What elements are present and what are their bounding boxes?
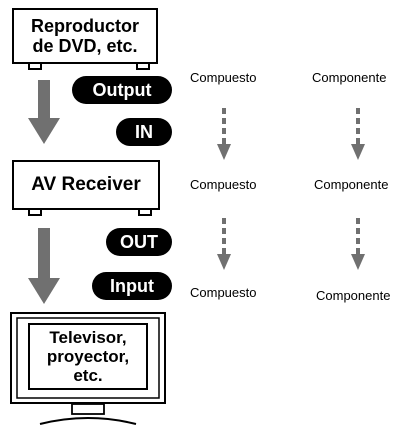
in-connector-label: IN [116, 118, 172, 146]
display-label-line3: etc. [73, 366, 103, 385]
component-dashed-arrow-2 [351, 218, 365, 270]
dvd-player-box: Reproductor de DVD, etc. [12, 8, 158, 64]
av-receiver-box: AV Receiver [12, 160, 160, 210]
composite-label-row2: Compuesto [190, 177, 257, 192]
input-connector-label: Input [92, 272, 172, 300]
signal-arrow-down-1 [28, 80, 60, 144]
dvd-player-label-line2: de DVD, etc. [32, 36, 138, 56]
composite-label-row1: Compuesto [190, 70, 257, 85]
dvd-player-foot-right [136, 64, 150, 70]
display-label-line2: proyector, [46, 347, 130, 366]
output-connector-label: Output [72, 76, 172, 104]
composite-label-row3: Compuesto [190, 285, 257, 300]
signal-arrow-down-2 [28, 228, 60, 304]
dvd-player-label-line1: Reproductor [31, 16, 139, 36]
av-receiver-foot-left [28, 210, 42, 216]
component-label-row1: Componente [312, 70, 387, 85]
av-receiver-foot-right [138, 210, 152, 216]
composite-dashed-arrow-2 [217, 218, 231, 270]
component-dashed-arrow-1 [351, 108, 365, 160]
out-connector-label: OUT [106, 228, 172, 256]
dvd-player-foot-left [28, 64, 42, 70]
component-label-row3: Componente [316, 288, 391, 303]
component-label-row2: Componente [314, 177, 389, 192]
display-screen-box: Televisor, proyector, etc. [28, 323, 148, 390]
composite-dashed-arrow-1 [217, 108, 231, 160]
av-receiver-label: AV Receiver [31, 174, 141, 195]
display-label-line1: Televisor, [49, 328, 127, 347]
